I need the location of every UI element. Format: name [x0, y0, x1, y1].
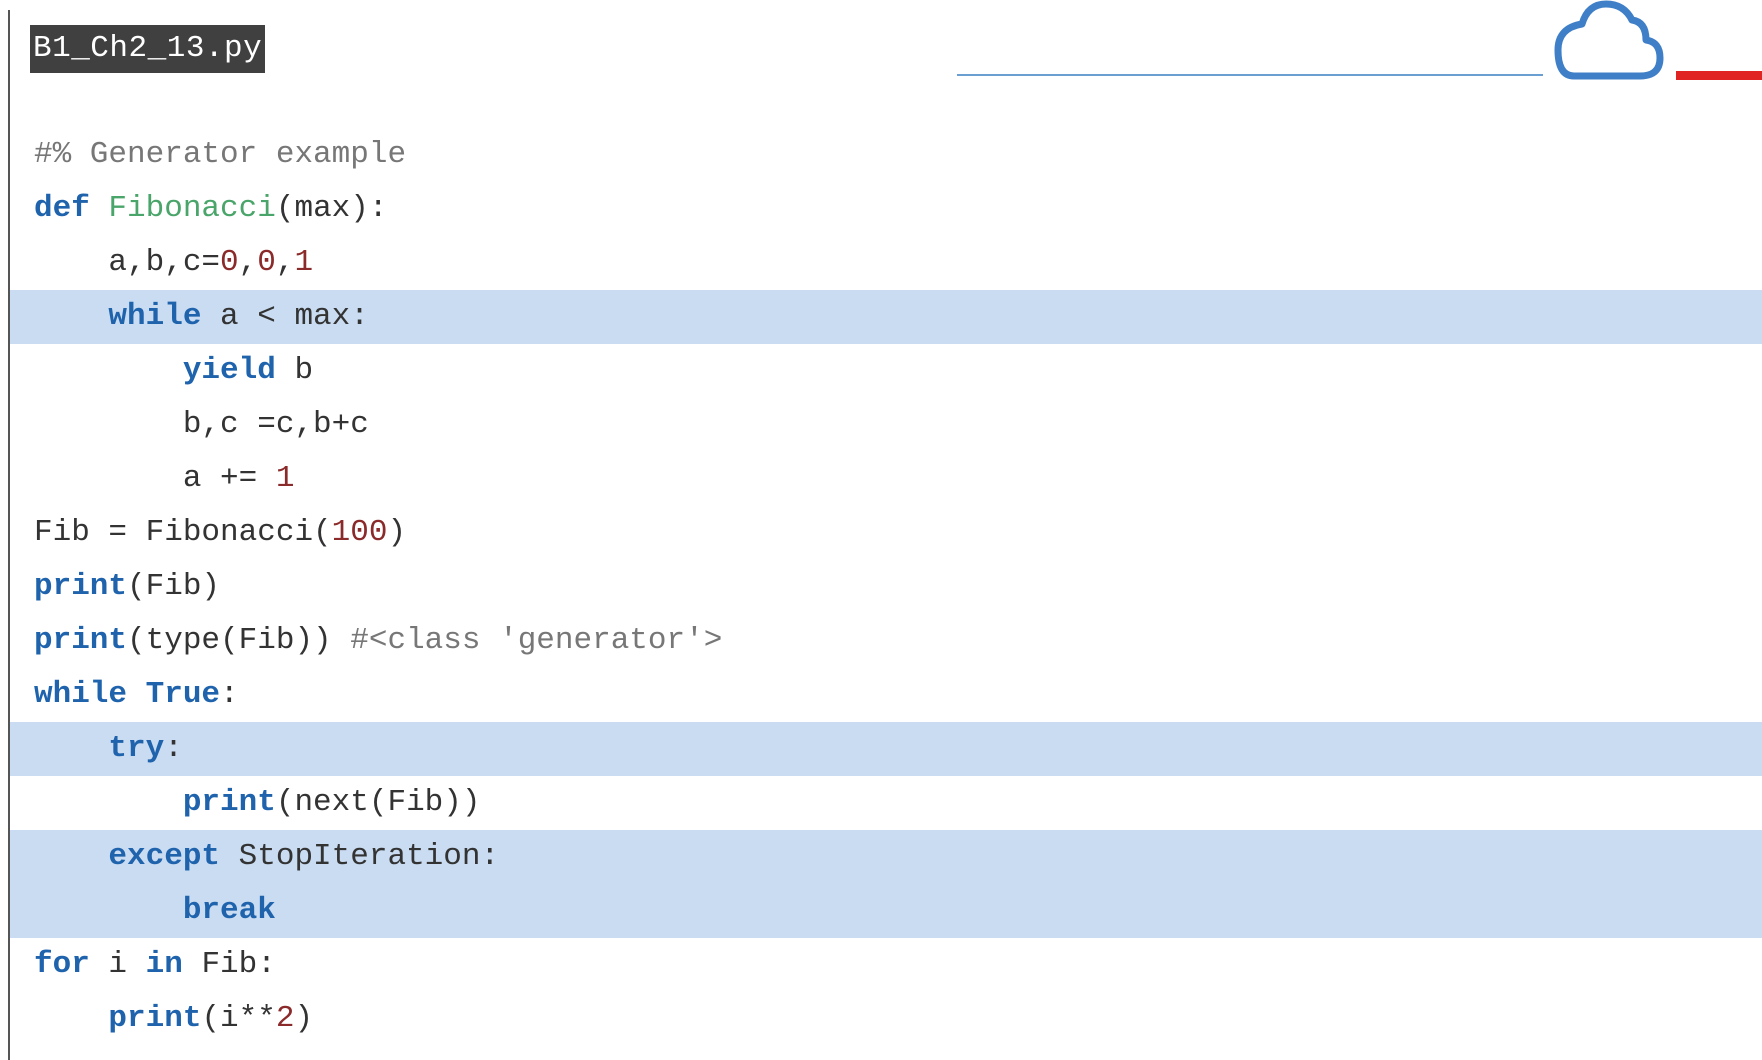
keyword-token: break	[182, 893, 276, 928]
code-line: #% Generator example	[10, 128, 1762, 182]
function-name-token: Fibonacci	[108, 191, 276, 226]
number-token: 100	[331, 515, 388, 550]
keyword-token: except	[108, 839, 221, 874]
number-token: 1	[275, 461, 295, 496]
comment-token: #% Generator example	[34, 137, 407, 172]
code-line: a += 1	[10, 452, 1762, 506]
code-text-token: b,c =c,b+c	[34, 407, 369, 442]
code-text-token: Fib = Fibonacci(	[34, 515, 332, 550]
code-line: while a < max:	[10, 290, 1762, 344]
code-line: while True:	[10, 668, 1762, 722]
code-line: except StopIteration:	[10, 830, 1762, 884]
comment-token: #<class 'generator'>	[350, 623, 723, 658]
keyword-token: print	[182, 785, 276, 820]
code-text-token: ,	[275, 245, 295, 280]
number-token: 0	[257, 245, 276, 280]
keyword-token: print	[34, 569, 128, 604]
code-line: for i in Fib:	[10, 938, 1762, 992]
code-text-token: i	[89, 947, 146, 982]
code-text-token: )	[294, 1001, 314, 1036]
code-line: print(Fib)	[10, 560, 1762, 614]
code-text-token	[34, 353, 183, 388]
code-text-token: )	[387, 515, 407, 550]
keyword-token: while	[108, 299, 202, 334]
code-text-token	[34, 893, 183, 928]
keyword-token: yield	[182, 353, 276, 388]
code-text-token: (i**	[201, 1001, 276, 1036]
keyword-token: print	[34, 623, 128, 658]
code-line: def Fibonacci(max):	[10, 182, 1762, 236]
code-text-token: b	[275, 353, 314, 388]
accent-bar	[1676, 71, 1762, 80]
keyword-token: def	[34, 191, 90, 226]
code-text-token	[34, 1001, 108, 1036]
code-text-token: (Fib)	[127, 569, 221, 604]
keyword-token: while	[34, 677, 128, 712]
cloud-icon	[1554, 0, 1664, 80]
code-line: Fib = Fibonacci(100)	[10, 506, 1762, 560]
code-text-token: (max):	[275, 191, 388, 226]
file-name-tab: B1_Ch2_13.py	[30, 25, 266, 73]
code-line: a,b,c=0,0,1	[10, 236, 1762, 290]
keyword-token: in	[145, 947, 183, 982]
code-text-token: a < max:	[201, 299, 369, 334]
code-text-token: :	[164, 731, 183, 766]
code-text-token: StopIteration:	[220, 839, 500, 874]
keyword-token: print	[108, 1001, 202, 1036]
left-margin-rule	[8, 10, 10, 1060]
code-line: b,c =c,b+c	[10, 398, 1762, 452]
code-text-token	[90, 191, 109, 226]
code-text-token: (next(Fib))	[275, 785, 481, 820]
number-token: 0	[220, 245, 239, 280]
code-text-token	[34, 299, 108, 334]
code-text-token	[34, 731, 108, 766]
code-text-token: a +=	[34, 461, 276, 496]
keyword-token: True	[145, 677, 221, 712]
number-token: 1	[294, 245, 314, 280]
code-line: print(type(Fib)) #<class 'generator'>	[10, 614, 1762, 668]
number-token: 2	[275, 1001, 295, 1036]
code-text-token: :	[220, 677, 239, 712]
keyword-token: for	[34, 947, 90, 982]
code-line: try:	[10, 722, 1762, 776]
code-text-token: a,b,c=	[34, 245, 221, 280]
code-line: print(next(Fib))	[10, 776, 1762, 830]
code-text-token	[34, 839, 108, 874]
code-text-token	[34, 785, 183, 820]
code-text-token: Fib:	[182, 947, 276, 982]
code-line: break	[10, 884, 1762, 938]
code-line: print(i**2)	[10, 992, 1762, 1046]
code-text-token: (type(Fib))	[127, 623, 351, 658]
header-divider-line	[957, 74, 1543, 76]
code-text-token: ,	[238, 245, 258, 280]
keyword-token: try	[108, 731, 165, 766]
code-text-token	[127, 677, 146, 712]
code-line: yield b	[10, 344, 1762, 398]
